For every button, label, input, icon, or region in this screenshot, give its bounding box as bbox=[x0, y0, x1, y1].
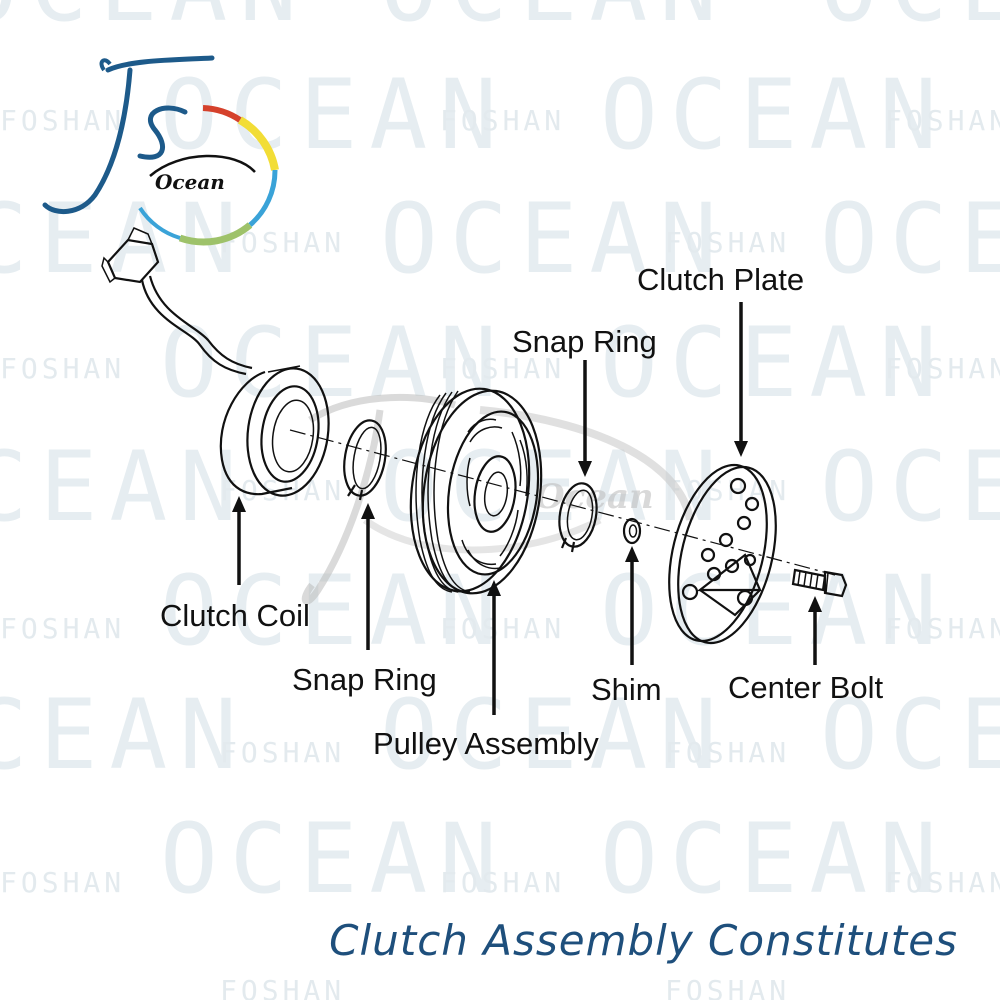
logo-arc-red bbox=[202, 105, 242, 123]
logo-swoosh bbox=[149, 154, 256, 177]
connector-wire bbox=[101, 227, 253, 376]
label-clutch-coil: Clutch Coil bbox=[160, 598, 310, 633]
clutch-plate bbox=[668, 463, 777, 645]
diagram-caption: Clutch Assembly Constitutes bbox=[329, 916, 958, 965]
arrowhead-clutch-plate bbox=[734, 441, 748, 457]
arrowhead-pulley-assembly bbox=[487, 580, 501, 596]
part-labels: Clutch Coil Snap Ring Pulley Assembly Sn… bbox=[160, 262, 883, 761]
logo-arc-yellow bbox=[237, 116, 279, 171]
watermark-foshan: FOSHAN bbox=[0, 104, 125, 137]
logo-stroke-f-top bbox=[105, 55, 215, 73]
arrowhead-clutch-coil bbox=[232, 496, 246, 512]
watermark-foshan: FOSHAN bbox=[885, 866, 1000, 899]
watermark-foshan: FOSHAN bbox=[440, 104, 565, 137]
watermark-ocean: OCEAN bbox=[0, 0, 309, 43]
label-shim: Shim bbox=[591, 672, 662, 707]
watermark-foshan: FOSHAN bbox=[0, 612, 125, 645]
watermark-foshan: FOSHAN bbox=[665, 226, 790, 259]
logo-arc-green bbox=[178, 222, 253, 246]
watermark-foshan: FOSHAN bbox=[885, 352, 1000, 385]
watermark-ocean: OCEAN bbox=[160, 803, 509, 915]
watermark-ocean: OCEAN bbox=[600, 555, 949, 667]
label-snap-ring-1: Snap Ring bbox=[292, 662, 437, 697]
watermark-ocean: OCEAN bbox=[160, 59, 509, 171]
pulley-assembly bbox=[409, 387, 543, 595]
watermark-foshan: FOSHAN bbox=[885, 612, 1000, 645]
watermark-ocean: OCEAN bbox=[600, 59, 949, 171]
arrowhead-center-bolt bbox=[808, 596, 822, 612]
watermark-ocean: OCEAN bbox=[0, 679, 249, 791]
watermark-foshan: FOSHAN bbox=[885, 104, 1000, 137]
watermark-ocean: OCEAN bbox=[380, 0, 729, 43]
logo-arc-blue bbox=[248, 169, 278, 227]
company-logo: Ocean bbox=[42, 55, 279, 246]
logo-stroke-f-stem bbox=[42, 67, 133, 215]
watermark-foshan: FOSHAN bbox=[220, 974, 345, 1000]
watermark-foshan: FOSHAN bbox=[440, 866, 565, 899]
logo-stroke-s bbox=[137, 105, 188, 160]
logo-stroke-f-curl bbox=[99, 58, 112, 72]
watermark-foshan: FOSHAN bbox=[440, 612, 565, 645]
watermark-ocean: OCEAN bbox=[820, 183, 1000, 295]
label-clutch-plate: Clutch Plate bbox=[637, 262, 804, 297]
logo-arc-blue-2 bbox=[138, 206, 181, 240]
snap-ring-1 bbox=[343, 419, 387, 501]
label-snap-ring-2: Snap Ring bbox=[512, 324, 657, 359]
arrowhead-snap-ring-2 bbox=[578, 461, 592, 477]
clutch-coil bbox=[219, 365, 330, 497]
watermark-foshan: FOSHAN bbox=[0, 866, 125, 899]
watermark-foshan: FOSHAN bbox=[665, 736, 790, 769]
label-center-bolt: Center Bolt bbox=[728, 670, 883, 705]
snap-ring-2 bbox=[558, 482, 598, 553]
watermark-ocean: OCEAN bbox=[820, 679, 1000, 791]
watermark-ocean: OCEAN bbox=[820, 431, 1000, 543]
shim bbox=[622, 517, 642, 545]
logo-word: Ocean bbox=[155, 170, 225, 194]
watermark-foshan: FOSHAN bbox=[665, 974, 790, 1000]
watermark-ocean: OCEAN bbox=[380, 183, 729, 295]
arrowhead-snap-ring-1 bbox=[361, 503, 375, 519]
watermark-ocean: OCEAN bbox=[0, 431, 249, 543]
watermark-foshan: FOSHAN bbox=[0, 352, 125, 385]
watermark-ocean: OCEAN bbox=[380, 679, 729, 791]
arrowhead-shim bbox=[625, 546, 639, 562]
leader-arrows bbox=[232, 302, 822, 715]
watermark-ocean: OCEAN bbox=[820, 0, 1000, 43]
label-pulley-assembly: Pulley Assembly bbox=[373, 726, 599, 761]
watermark-ocean: OCEAN bbox=[600, 307, 949, 419]
watermark-foshan: FOSHAN bbox=[440, 352, 565, 385]
watermark-foshan: FOSHAN bbox=[220, 736, 345, 769]
watermark-ocean: OCEAN bbox=[600, 803, 949, 915]
center-bolt bbox=[791, 568, 848, 598]
